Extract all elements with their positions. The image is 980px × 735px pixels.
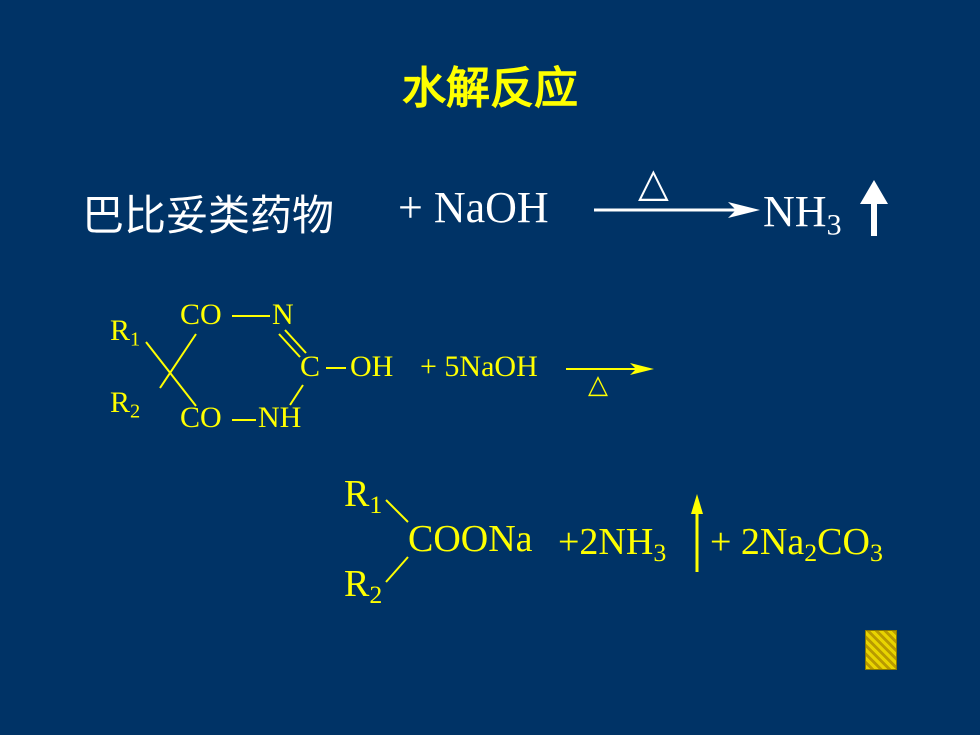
eq1-reagent: + NaOH: [398, 183, 549, 232]
eq1-reaction-arrow-head: [728, 202, 760, 218]
eq3-na2co3: + 2Na2CO3: [710, 521, 883, 568]
page-title: 水解反应: [402, 63, 578, 114]
bond-r1-coona: [385, 499, 409, 523]
eq1-gas-arrow-head: [860, 180, 888, 204]
bond-co-top-to-r2: [159, 333, 197, 389]
eq2-oh: OH: [350, 350, 394, 383]
eq2-co-top: CO: [180, 298, 222, 331]
bond-r1-to-co-bottom: [145, 341, 197, 407]
bond-c-nh: [289, 384, 304, 406]
bond-n-c-double-1: [278, 333, 301, 358]
bond-n-c-double-2: [284, 329, 307, 354]
reactant-name: 巴比妥类药物: [82, 191, 335, 240]
eq2-co-bottom: CO: [180, 401, 222, 434]
eq3-nh3: +2NH3: [558, 521, 667, 568]
eq3-r2: R2: [344, 563, 383, 610]
eq2-r1: R1: [110, 314, 141, 351]
navigation-texture-icon[interactable]: [865, 630, 897, 670]
eq2-heat-symbol: △: [588, 370, 608, 400]
eq3-r1: R1: [344, 473, 383, 520]
eq2-r2: R2: [110, 386, 141, 423]
eq2-n-top: N: [272, 298, 294, 331]
eq3-coona: COONa: [408, 518, 533, 560]
eq1-heat-symbol: △: [638, 160, 669, 206]
bond-r2-coona: [385, 556, 409, 583]
eq1-product: NH3: [763, 187, 842, 242]
eq2-reagent: + 5NaOH: [420, 350, 538, 383]
eq2-nh-bottom: NH: [258, 401, 302, 434]
eq3-gas-arrow-head: [691, 494, 703, 514]
eq2-c-right: C: [300, 350, 321, 383]
eq2-reaction-arrow-head: [630, 363, 654, 375]
